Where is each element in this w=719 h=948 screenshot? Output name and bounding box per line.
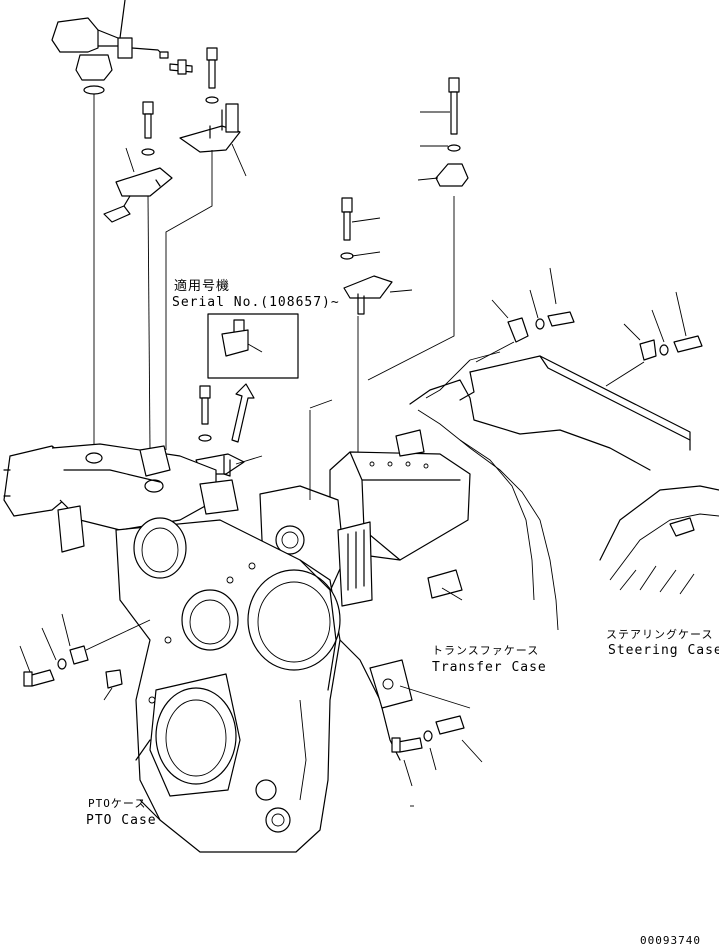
bolt-right-1	[475, 267, 575, 363]
bolt-vertical-center	[340, 197, 413, 480]
pipe-clip-top	[131, 47, 169, 59]
bolt-vertical-2	[205, 47, 219, 104]
transfer-case-en-label: Transfer Case	[432, 660, 547, 675]
steering-case	[409, 355, 719, 631]
inset-bracket	[221, 319, 263, 357]
bracket-upper-left	[103, 167, 173, 223]
pto-case-en-label: PTO Case	[86, 813, 157, 828]
transfer-case-jp-label: トランスファケース	[432, 644, 539, 657]
arrow-up-icon	[231, 383, 255, 443]
bolt-right-2	[605, 291, 703, 387]
serial-inset-box	[207, 313, 299, 379]
bracket-upper-right	[179, 103, 241, 153]
elbow-fitting	[51, 0, 133, 95]
pto-case-jp-label: PTOケース	[88, 797, 146, 810]
bolt-vertical-mid	[195, 385, 263, 477]
serial-number-label: Serial No.(108657)~	[172, 295, 340, 310]
bolt-vertical-3	[141, 101, 155, 156]
steering-case-en-label: Steering Case	[608, 643, 719, 658]
drawing-number: 00093740	[640, 934, 701, 947]
bolt-lower-left	[19, 613, 151, 701]
bolt-vertical-right	[367, 77, 469, 381]
pto-case	[115, 517, 341, 853]
applicable-machine-label: 適用号機	[174, 278, 230, 294]
bolt-top-1	[169, 59, 193, 75]
pipe-manifold	[3, 443, 239, 553]
bolt-lower-right	[391, 685, 483, 807]
steering-case-jp-label: ステアリングケース	[606, 627, 713, 641]
